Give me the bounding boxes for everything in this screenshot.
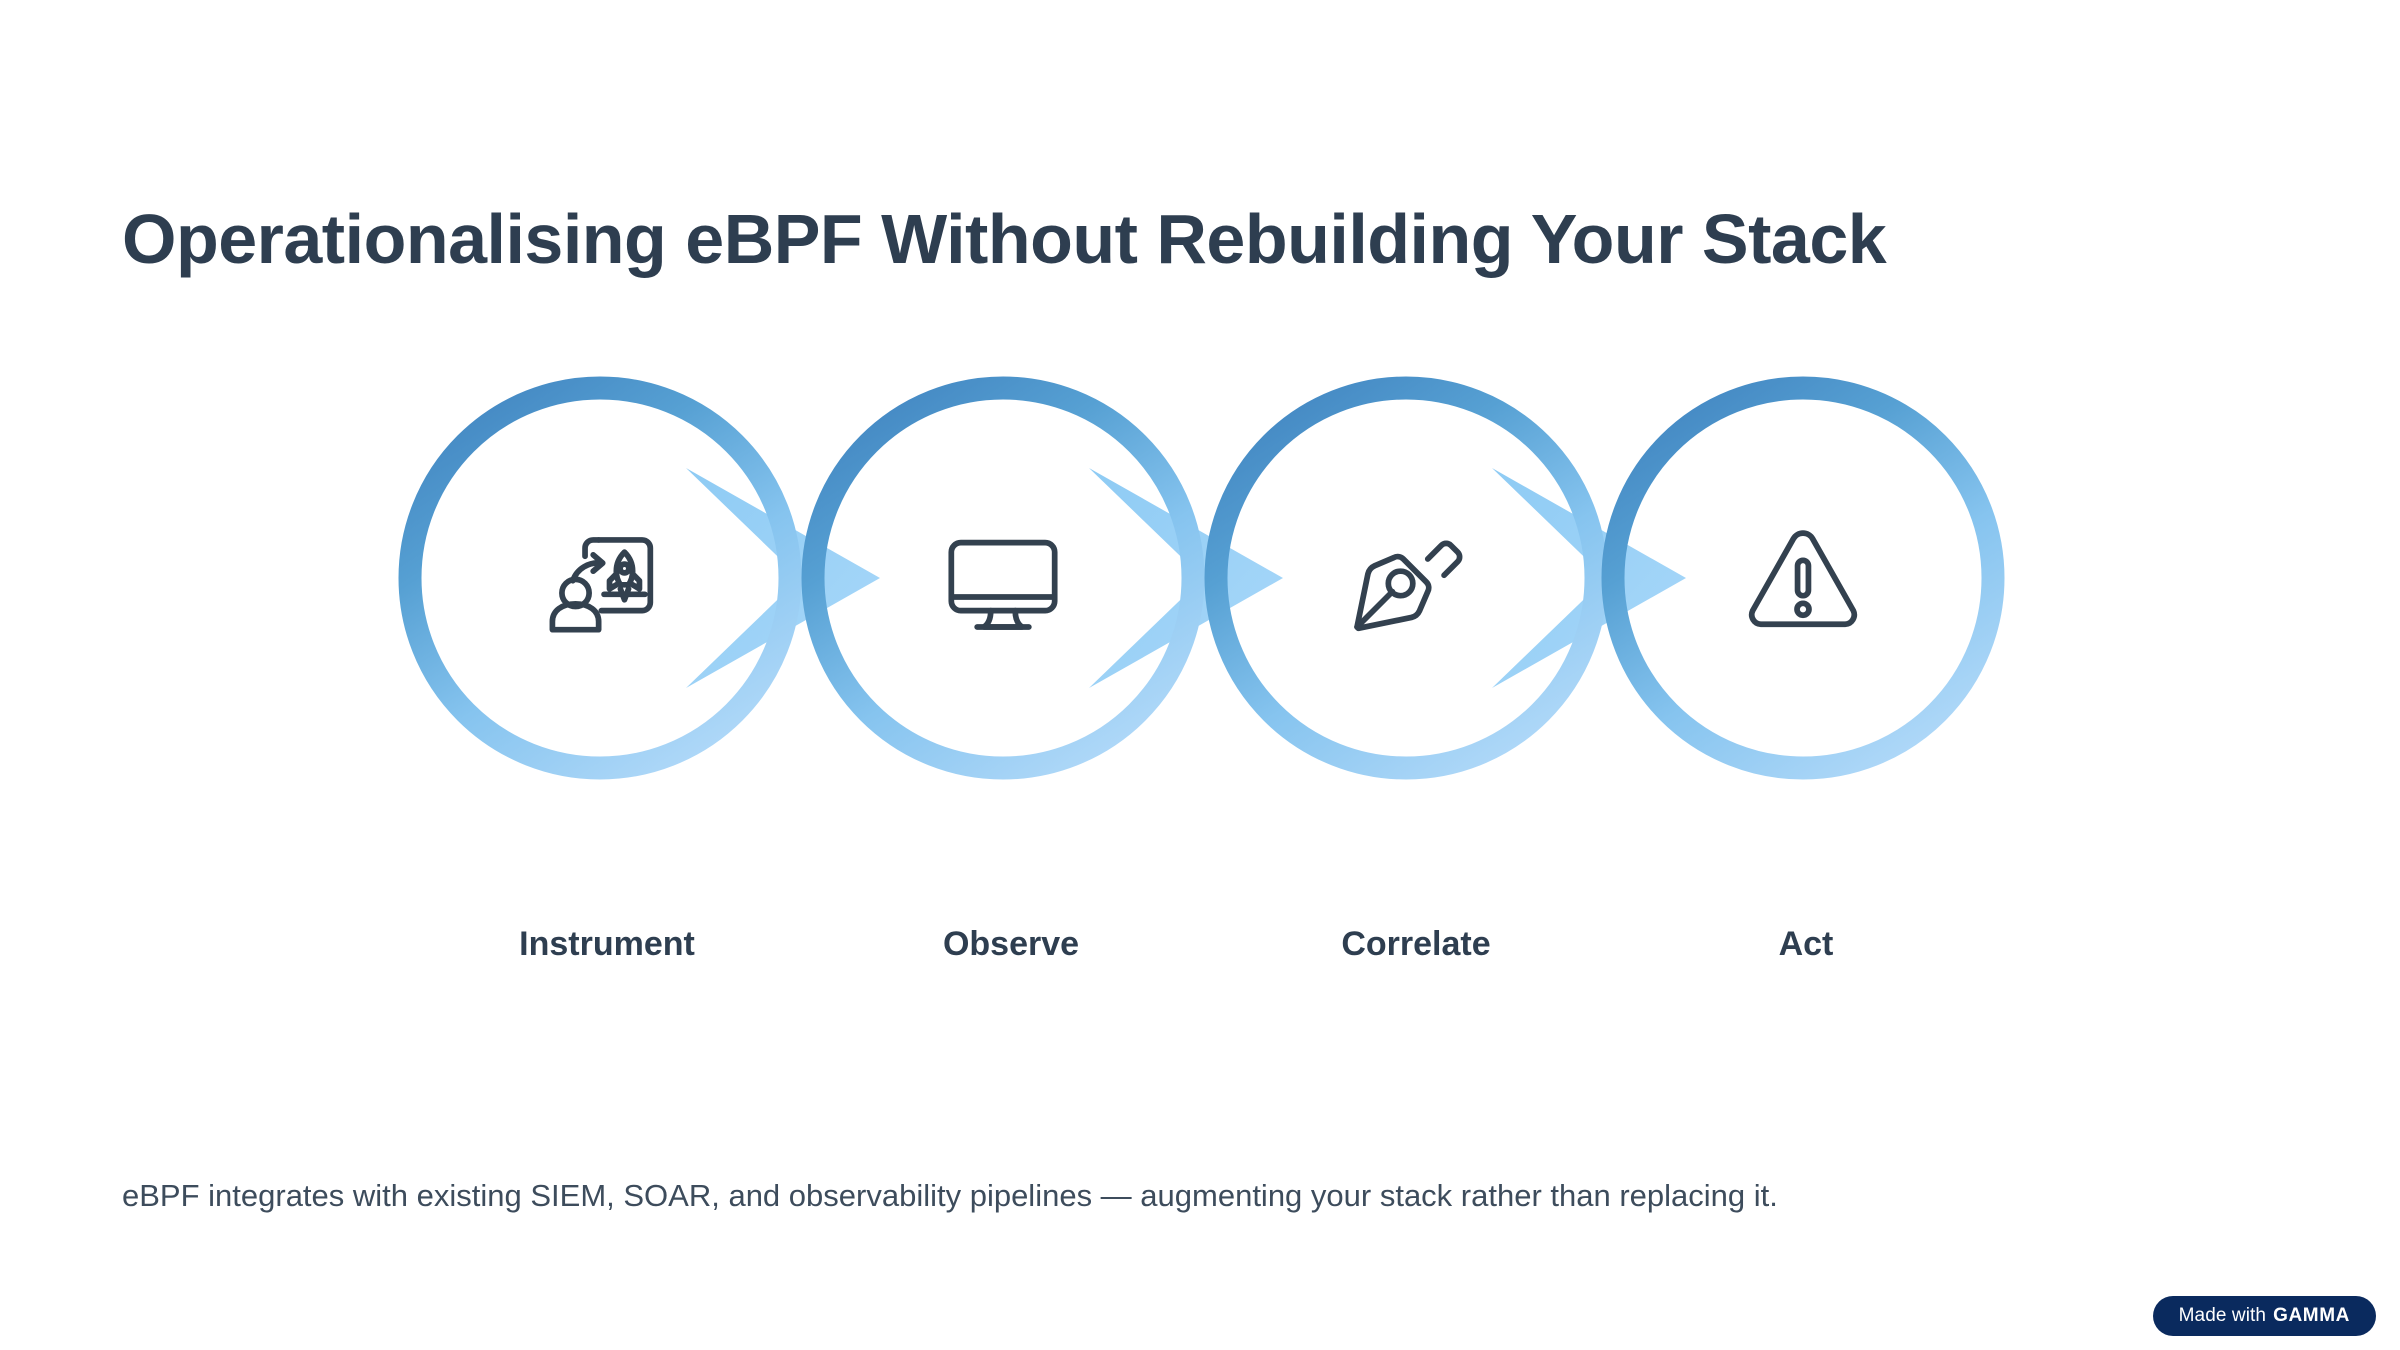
pen-nib-icon — [1338, 510, 1474, 646]
step-label-row: Instrument Observe Correlate Act — [0, 925, 2400, 995]
badge-prefix-label: Made with — [2178, 1305, 2267, 1326]
ring-group — [398, 376, 2005, 780]
made-with-gamma-badge[interactable]: Made with GAMMA — [2152, 1296, 2376, 1336]
process-diagram — [0, 330, 2400, 850]
desktop-monitor-icon — [935, 510, 1071, 646]
person-rocket-launch-icon — [532, 510, 668, 646]
step-ring-2 — [801, 376, 1205, 780]
page-title: Operationalising eBPF Without Rebuilding… — [122, 199, 1887, 278]
connector-chevron-1 — [686, 468, 880, 688]
step-label-correlate: Correlate — [1341, 925, 1491, 963]
connector-chevron-2 — [1089, 468, 1283, 688]
step-node-1[interactable] — [398, 376, 802, 780]
connector-chevron-3 — [1492, 468, 1686, 688]
warning-triangle-icon — [1735, 510, 1871, 646]
step-node-4[interactable] — [1601, 376, 2005, 780]
process-rings-and-connectors — [398, 376, 2005, 780]
step-ring-1 — [398, 376, 802, 780]
badge-brand-label: GAMMA — [2273, 1305, 2350, 1326]
connector-group — [686, 468, 1686, 688]
step-node-2[interactable] — [801, 376, 1205, 780]
step-ring-4 — [1601, 376, 2005, 780]
step-node-3[interactable] — [1204, 376, 1608, 780]
step-label-observe: Observe — [942, 925, 1080, 963]
caption-text: eBPF integrates with existing SIEM, SOAR… — [122, 1178, 1778, 1213]
step-ring-3 — [1204, 376, 1608, 780]
step-label-act: Act — [1778, 925, 1834, 963]
step-label-instrument: Instrument — [519, 925, 695, 963]
